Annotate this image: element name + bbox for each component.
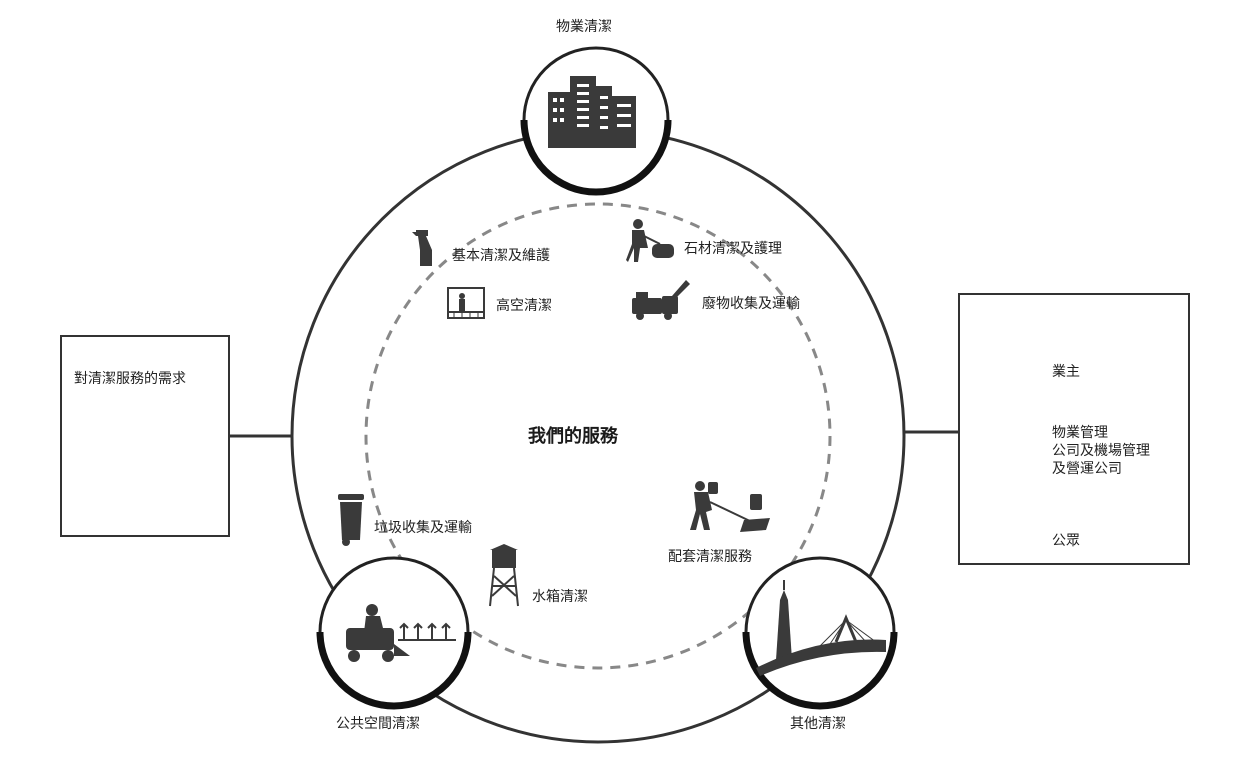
- node-label-public-space-cleaning: 公共空間清潔: [336, 713, 420, 733]
- service-label-basic: 基本清潔及維護: [452, 245, 550, 265]
- demand-panel: [60, 335, 230, 537]
- client-label-management-line-3: 及營運公司: [1052, 460, 1150, 478]
- client-label-management-line-1: 物業管理: [1052, 424, 1150, 442]
- spray-bottle-icon: [412, 230, 432, 266]
- water-tower-icon: [490, 544, 518, 606]
- demand-panel-title: 對清潔服務的需求: [74, 368, 186, 388]
- node-bottom-right-circle: [746, 558, 894, 706]
- floor-polisher-icon: [626, 219, 674, 262]
- center-title: 我們的服務: [528, 422, 618, 448]
- trash-bin-icon: [338, 494, 364, 546]
- client-label-owners: 業主: [1052, 361, 1080, 381]
- client-label-management-line-2: 公司及機場管理: [1052, 442, 1150, 460]
- window-cleaning-icon: [448, 288, 484, 318]
- client-label-public: 公眾: [1052, 530, 1080, 550]
- node-label-property-cleaning: 物業清潔: [556, 16, 612, 36]
- node-label-other-cleaning: 其他清潔: [790, 713, 846, 733]
- service-label-waste: 廢物收集及運輸: [702, 293, 800, 313]
- client-label-management: 物業管理 公司及機場管理 及營運公司: [1052, 424, 1150, 478]
- service-label-stone: 石材清潔及護理: [684, 238, 782, 258]
- service-label-ancillary: 配套清潔服務: [668, 546, 752, 566]
- service-label-water-tank: 水箱清潔: [532, 586, 588, 606]
- garbage-truck-icon: [632, 280, 690, 320]
- pest-spraying-icon: [690, 481, 770, 532]
- service-label-refuse: 垃圾收集及運輸: [374, 517, 472, 537]
- service-label-high-altitude: 高空清潔: [496, 295, 552, 315]
